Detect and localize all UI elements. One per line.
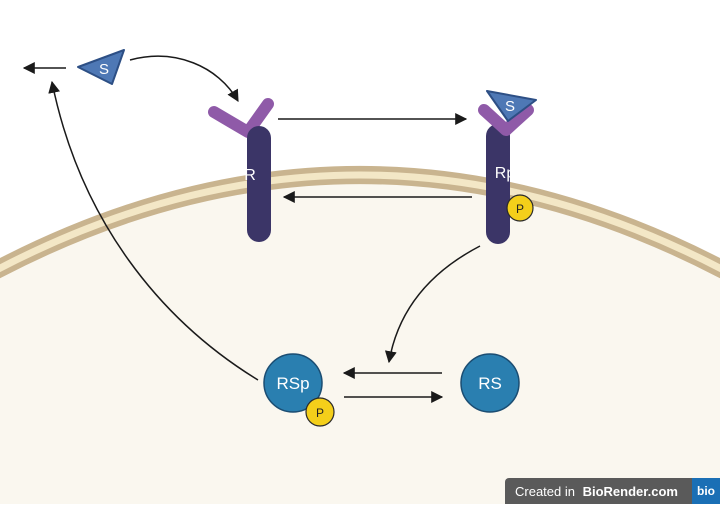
receptor-r-arms-icon — [208, 98, 274, 138]
rsp-node: RSp P — [263, 353, 335, 427]
arrow-rp-to-rsp — [384, 245, 481, 364]
cell-membrane-inner — [0, 171, 720, 273]
rsp-circle — [263, 353, 323, 413]
rs-circle — [460, 353, 520, 413]
phosphate-rsp — [305, 397, 335, 427]
biorender-watermark: Created in BioRender.com bio — [505, 478, 720, 504]
receptor-rp-arms-icon — [478, 104, 534, 136]
rs-label: RS — [478, 374, 502, 393]
rsp-label: RSp — [276, 374, 309, 393]
signal-free: S — [77, 49, 125, 85]
receptor-r: R — [208, 98, 274, 242]
receptor-r-stem — [247, 126, 271, 242]
receptor-rp-label: Rp — [495, 165, 516, 182]
receptor-rp-stem — [486, 124, 510, 244]
watermark-brand: BioRender.com — [582, 483, 678, 499]
arrow-s-to-receptor — [129, 55, 239, 103]
phosphate-rp — [506, 194, 534, 222]
watermark-prefix: Created in — [515, 483, 579, 499]
signal-bound-triangle-icon — [486, 90, 537, 122]
phosphate-rsp-label: P — [316, 406, 324, 420]
cytoplasm — [0, 175, 720, 509]
phosphate-rp-label: P — [516, 202, 524, 216]
signal-bound-label: S — [505, 98, 515, 115]
receptor-rp: S Rp P — [478, 90, 537, 244]
arrow-rsp-to-exit — [48, 80, 259, 381]
signal-free-label: S — [99, 61, 109, 78]
biorender-logo: bio — [692, 478, 720, 504]
signal-triangle-icon — [77, 49, 125, 85]
receptor-r-label: R — [244, 167, 256, 184]
rs-node: RS — [460, 353, 520, 413]
